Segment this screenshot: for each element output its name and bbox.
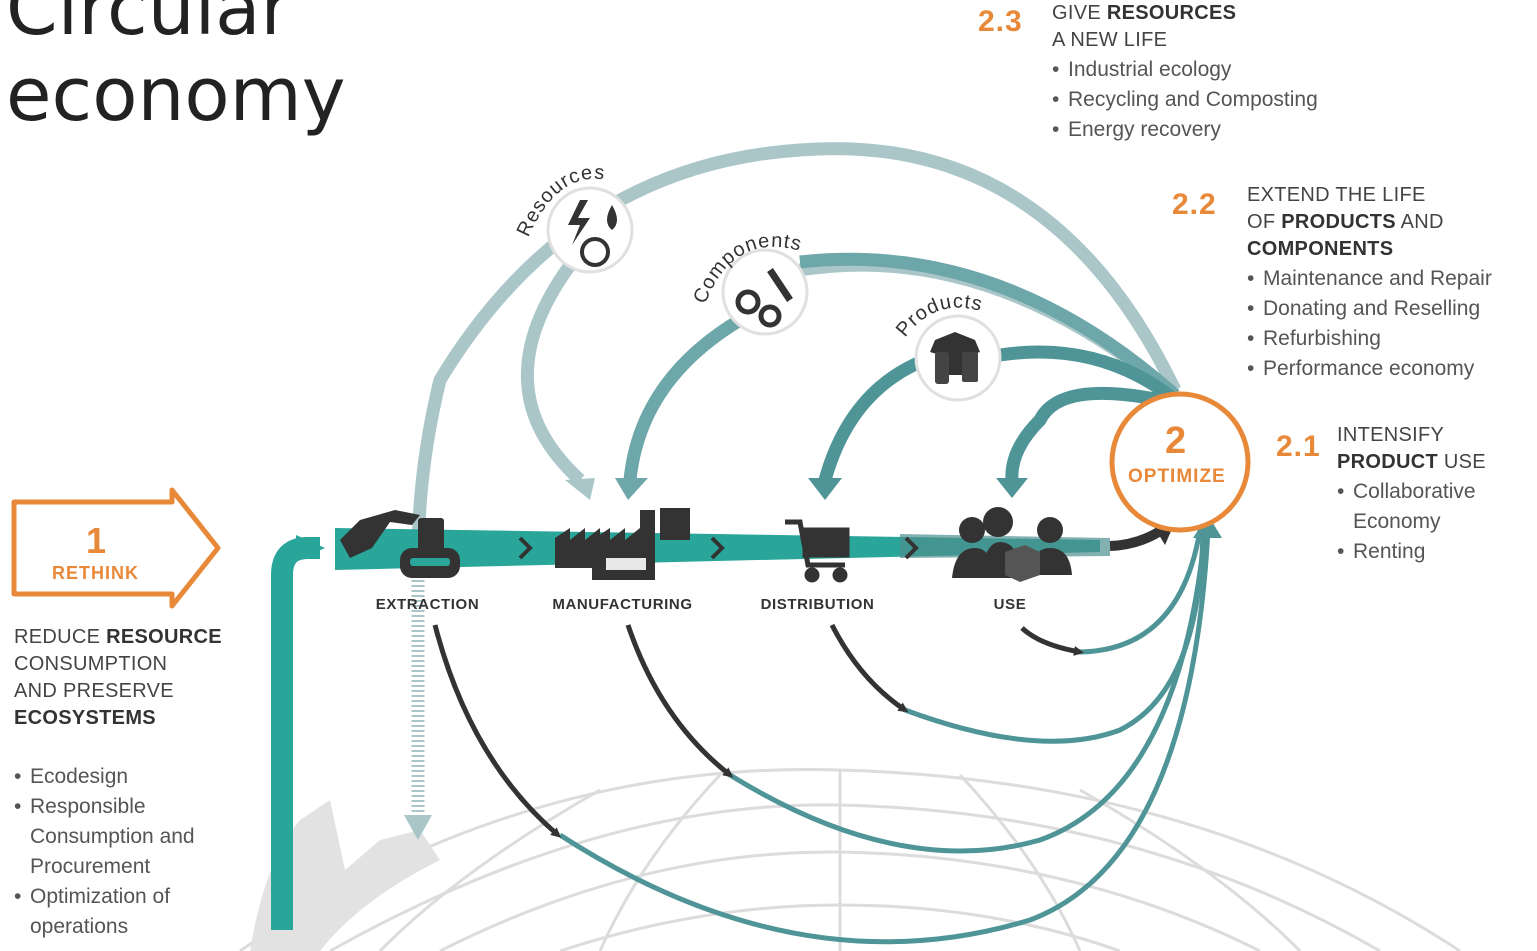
products-arrowhead [808, 478, 842, 500]
list-item: Performance economy [1247, 354, 1535, 384]
list-item: Renting [1337, 537, 1507, 567]
landmass [250, 800, 440, 951]
optimize-number: 2 [1165, 420, 1187, 462]
list-item: Energy recovery [1052, 115, 1318, 145]
section-2-1-number: 2.1 [1276, 430, 1321, 463]
section-2-3-heading-bold: RESOURCES [1106, 2, 1237, 24]
list-item: Donating and Reselling [1247, 294, 1535, 324]
section-2-1-bullets: Collaborative Economy Renting [1337, 477, 1507, 567]
list-item: Collaborative Economy [1337, 477, 1507, 537]
globe-grid [239, 768, 1461, 951]
rethink-heading-line2: CONSUMPTION [14, 653, 168, 675]
stage-label-extraction: EXTRACTION [375, 596, 480, 613]
optimize-circle [1109, 391, 1251, 533]
shopping-cart-icon [785, 519, 850, 583]
section-2-2-heading-line3: COMPONENTS [1247, 238, 1394, 260]
section-2-1-heading-text: USE [1438, 451, 1486, 473]
products-loop [818, 345, 1180, 482]
rethink-label: RETHINK [52, 563, 139, 583]
dark-flow-arrows [432, 623, 1084, 838]
stage-chevrons [518, 536, 919, 560]
section-2-2-number: 2.2 [1172, 188, 1217, 221]
section-2-2-heading-line1: EXTEND THE LIFE [1247, 184, 1426, 206]
list-item: Ecodesign [14, 762, 234, 792]
section-2-2-heading: EXTEND THE LIFE OF PRODUCTS AND COMPONEN… [1247, 182, 1444, 263]
section-2-3-heading-line2: A NEW LIFE [1052, 29, 1168, 51]
people-icon [952, 507, 1072, 582]
stage-label-use: USE [993, 596, 1027, 613]
section-2-1-heading-bold: PRODUCT [1337, 451, 1438, 473]
optimize-label: OPTIMIZE [1128, 466, 1226, 487]
section-2-2-heading-bold: PRODUCTS [1281, 211, 1396, 233]
return-curves [558, 529, 1211, 945]
components-loop [623, 252, 1180, 481]
rethink-heading-text: REDUCE [14, 626, 107, 648]
rethink-arrow-box [11, 487, 221, 609]
components-icon [721, 248, 809, 336]
products-icon [914, 314, 1002, 402]
rethink-heading-line4: ECOSYSTEMS [14, 707, 156, 729]
resources-icon [546, 186, 634, 274]
excavator-icon [340, 510, 460, 578]
list-item: Recycling and Composting [1052, 85, 1318, 115]
rethink-number: 1 [86, 520, 107, 561]
section-2-1-heading-line1: INTENSIFY [1337, 424, 1445, 446]
section-2-3-heading-text: GIVE [1052, 2, 1107, 24]
stage-label-manufacturing: MANUFACTURING [552, 596, 693, 613]
components-arrowhead [615, 478, 648, 500]
list-item: Maintenance and Repair [1247, 264, 1535, 294]
use-return-arrowhead [996, 478, 1028, 498]
stage-label-distribution: DISTRIBUTION [760, 596, 875, 613]
section-2-2-heading-and: AND [1395, 211, 1444, 233]
rethink-heading: REDUCE RESOURCE CONSUMPTION AND PRESERVE… [14, 624, 222, 732]
factory-icon [555, 508, 690, 580]
rethink-heading-line3: AND PRESERVE [14, 680, 174, 702]
section-2-2-bullets: Maintenance and Repair Donating and Rese… [1247, 264, 1535, 384]
section-2-2-heading-text: OF [1247, 211, 1282, 233]
rethink-arrowhead [296, 535, 325, 561]
section-2-3-bullets: Industrial ecology Recycling and Compost… [1052, 55, 1318, 145]
extraction-down-arrowhead [404, 815, 432, 840]
rethink-bullets: Ecodesign Responsible Consumption and Pr… [14, 762, 234, 942]
section-2-3-number: 2.3 [978, 5, 1023, 38]
list-item: Optimization of operations [14, 882, 234, 942]
page-title: Circular economy [6, 0, 346, 138]
section-2-1-heading: INTENSIFY PRODUCT USE [1337, 422, 1486, 476]
list-item: Refurbishing [1247, 324, 1535, 354]
title-line-1: Circular [6, 0, 291, 52]
rethink-heading-bold: RESOURCE [106, 626, 222, 648]
title-line-2: economy [6, 52, 346, 138]
resources-arrowhead [565, 478, 595, 500]
list-item: Responsible Consumption and Procurement [14, 792, 234, 882]
section-2-3-heading: GIVE RESOURCES A NEW LIFE [1052, 0, 1236, 54]
list-item: Industrial ecology [1052, 55, 1318, 85]
